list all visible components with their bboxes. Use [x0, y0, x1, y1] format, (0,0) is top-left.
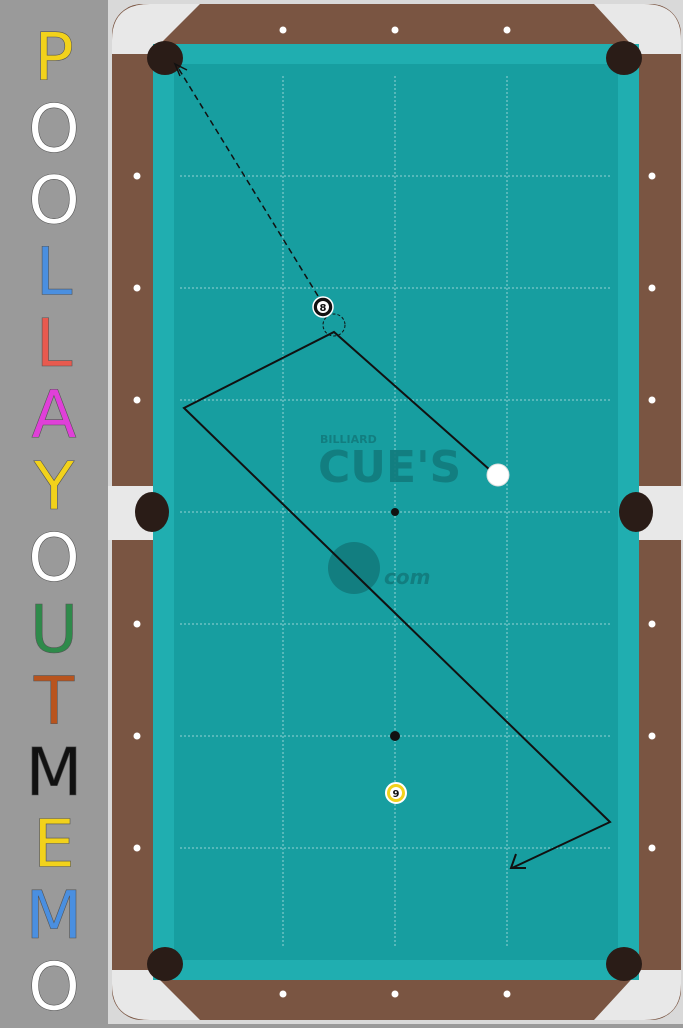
- diamond-icon: [133, 284, 141, 292]
- corner-plate: [594, 970, 681, 1020]
- pocket-icon: [135, 492, 169, 532]
- title-letter: U: [30, 591, 78, 668]
- diamond-icon: [648, 732, 656, 740]
- pocket-icon: [606, 947, 642, 981]
- title-letter: A: [31, 377, 76, 454]
- eight-ball-label: 8: [320, 303, 327, 314]
- pockets: [135, 41, 653, 981]
- title-letter: M: [26, 877, 83, 954]
- nine-ball-label: 9: [393, 789, 400, 800]
- diamond-icon: [279, 26, 287, 34]
- cue-path-arrow: [182, 330, 612, 869]
- title-letter: O: [28, 91, 80, 168]
- corner-plate: [112, 970, 200, 1020]
- cue-path-arrowhead-icon: [509, 853, 526, 869]
- diamond-icon: [391, 26, 399, 34]
- title-letter: O: [28, 520, 80, 597]
- diamond-icon: [648, 620, 656, 628]
- title-letter: E: [33, 806, 75, 883]
- watermark: BILLIARD CUE'S com: [318, 433, 461, 594]
- watermark-logo-icon: [328, 542, 380, 594]
- diamond-icon: [133, 620, 141, 628]
- title-letter: O: [28, 949, 80, 1025]
- nine-ball[interactable]: 9: [385, 782, 407, 804]
- eight-ball[interactable]: 8: [312, 296, 334, 318]
- diamond-icon: [133, 396, 141, 404]
- diamond-icon: [648, 284, 656, 292]
- dashed-aim-line: [176, 65, 319, 297]
- title-letter: M: [26, 734, 83, 811]
- diamond-icon: [503, 26, 511, 34]
- diamond-icon: [133, 844, 141, 852]
- pocket-icon: [606, 41, 642, 75]
- watermark-line2: CUE'S: [318, 442, 461, 493]
- cue-ball[interactable]: [486, 463, 510, 487]
- title-letter: L: [36, 305, 73, 382]
- aim-arrowhead-icon: [173, 62, 188, 77]
- title-letter: L: [36, 234, 73, 311]
- diamond-icon: [648, 844, 656, 852]
- title-letter: T: [33, 663, 75, 740]
- diamond-icon: [648, 172, 656, 180]
- diamond-icon: [391, 990, 399, 998]
- title-letter: P: [34, 19, 74, 96]
- pocket-icon: [147, 41, 183, 75]
- diamond-icon: [648, 396, 656, 404]
- foot-spot: [390, 731, 400, 741]
- title-letter: Y: [33, 448, 75, 525]
- title-letter: O: [28, 162, 80, 239]
- pocket-icon: [619, 492, 653, 532]
- ghost-ball: [322, 313, 346, 337]
- corner-plate: [594, 4, 681, 54]
- diamond-icon: [133, 172, 141, 180]
- watermark-line1: BILLIARD: [320, 433, 377, 446]
- diamond-icon: [133, 732, 141, 740]
- diamond-icon: [279, 990, 287, 998]
- center-spot: [391, 508, 399, 516]
- rail-diamonds: [133, 26, 656, 998]
- pocket-icon: [147, 947, 183, 981]
- corner-plate: [112, 4, 200, 54]
- diamond-icon: [503, 990, 511, 998]
- watermark-line3: com: [384, 565, 430, 589]
